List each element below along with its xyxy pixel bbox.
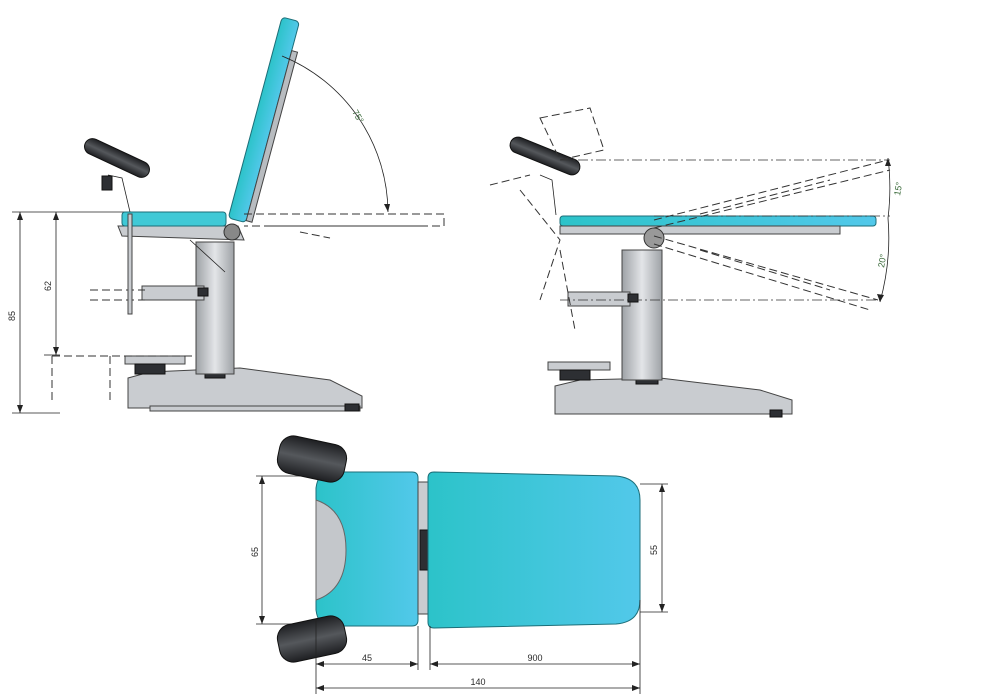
seat-cushion	[121, 211, 227, 227]
angle-tilt-down: 20°	[876, 253, 888, 269]
angle-tilt-up: 15°	[892, 181, 904, 197]
dim-back-length: 900	[527, 653, 542, 663]
leg-rest-bottom	[276, 615, 348, 663]
dim-back-width: 55	[649, 545, 659, 555]
leg-rest-pad	[84, 138, 150, 178]
backrest-cushion	[228, 17, 300, 223]
side-height-dimensions: 85 62	[7, 211, 135, 414]
table-flat	[559, 215, 877, 227]
leg-rest-top	[276, 435, 348, 483]
dim-leg-width: 65	[250, 547, 260, 557]
seat-top	[315, 471, 419, 627]
dim-seat-length: 45	[362, 653, 372, 663]
dim-seat-height: 62	[43, 281, 53, 291]
dim-total-length: 140	[470, 677, 485, 687]
side-view: 85 62	[7, 17, 445, 414]
dim-total-height: 85	[7, 311, 17, 321]
backrest-top	[427, 471, 641, 629]
top-view: 65 55 45 900 140	[250, 435, 668, 694]
angle-backrest: 75°	[350, 108, 366, 125]
tilt-view: 15° 20°	[489, 107, 904, 418]
chair-column	[195, 241, 235, 375]
